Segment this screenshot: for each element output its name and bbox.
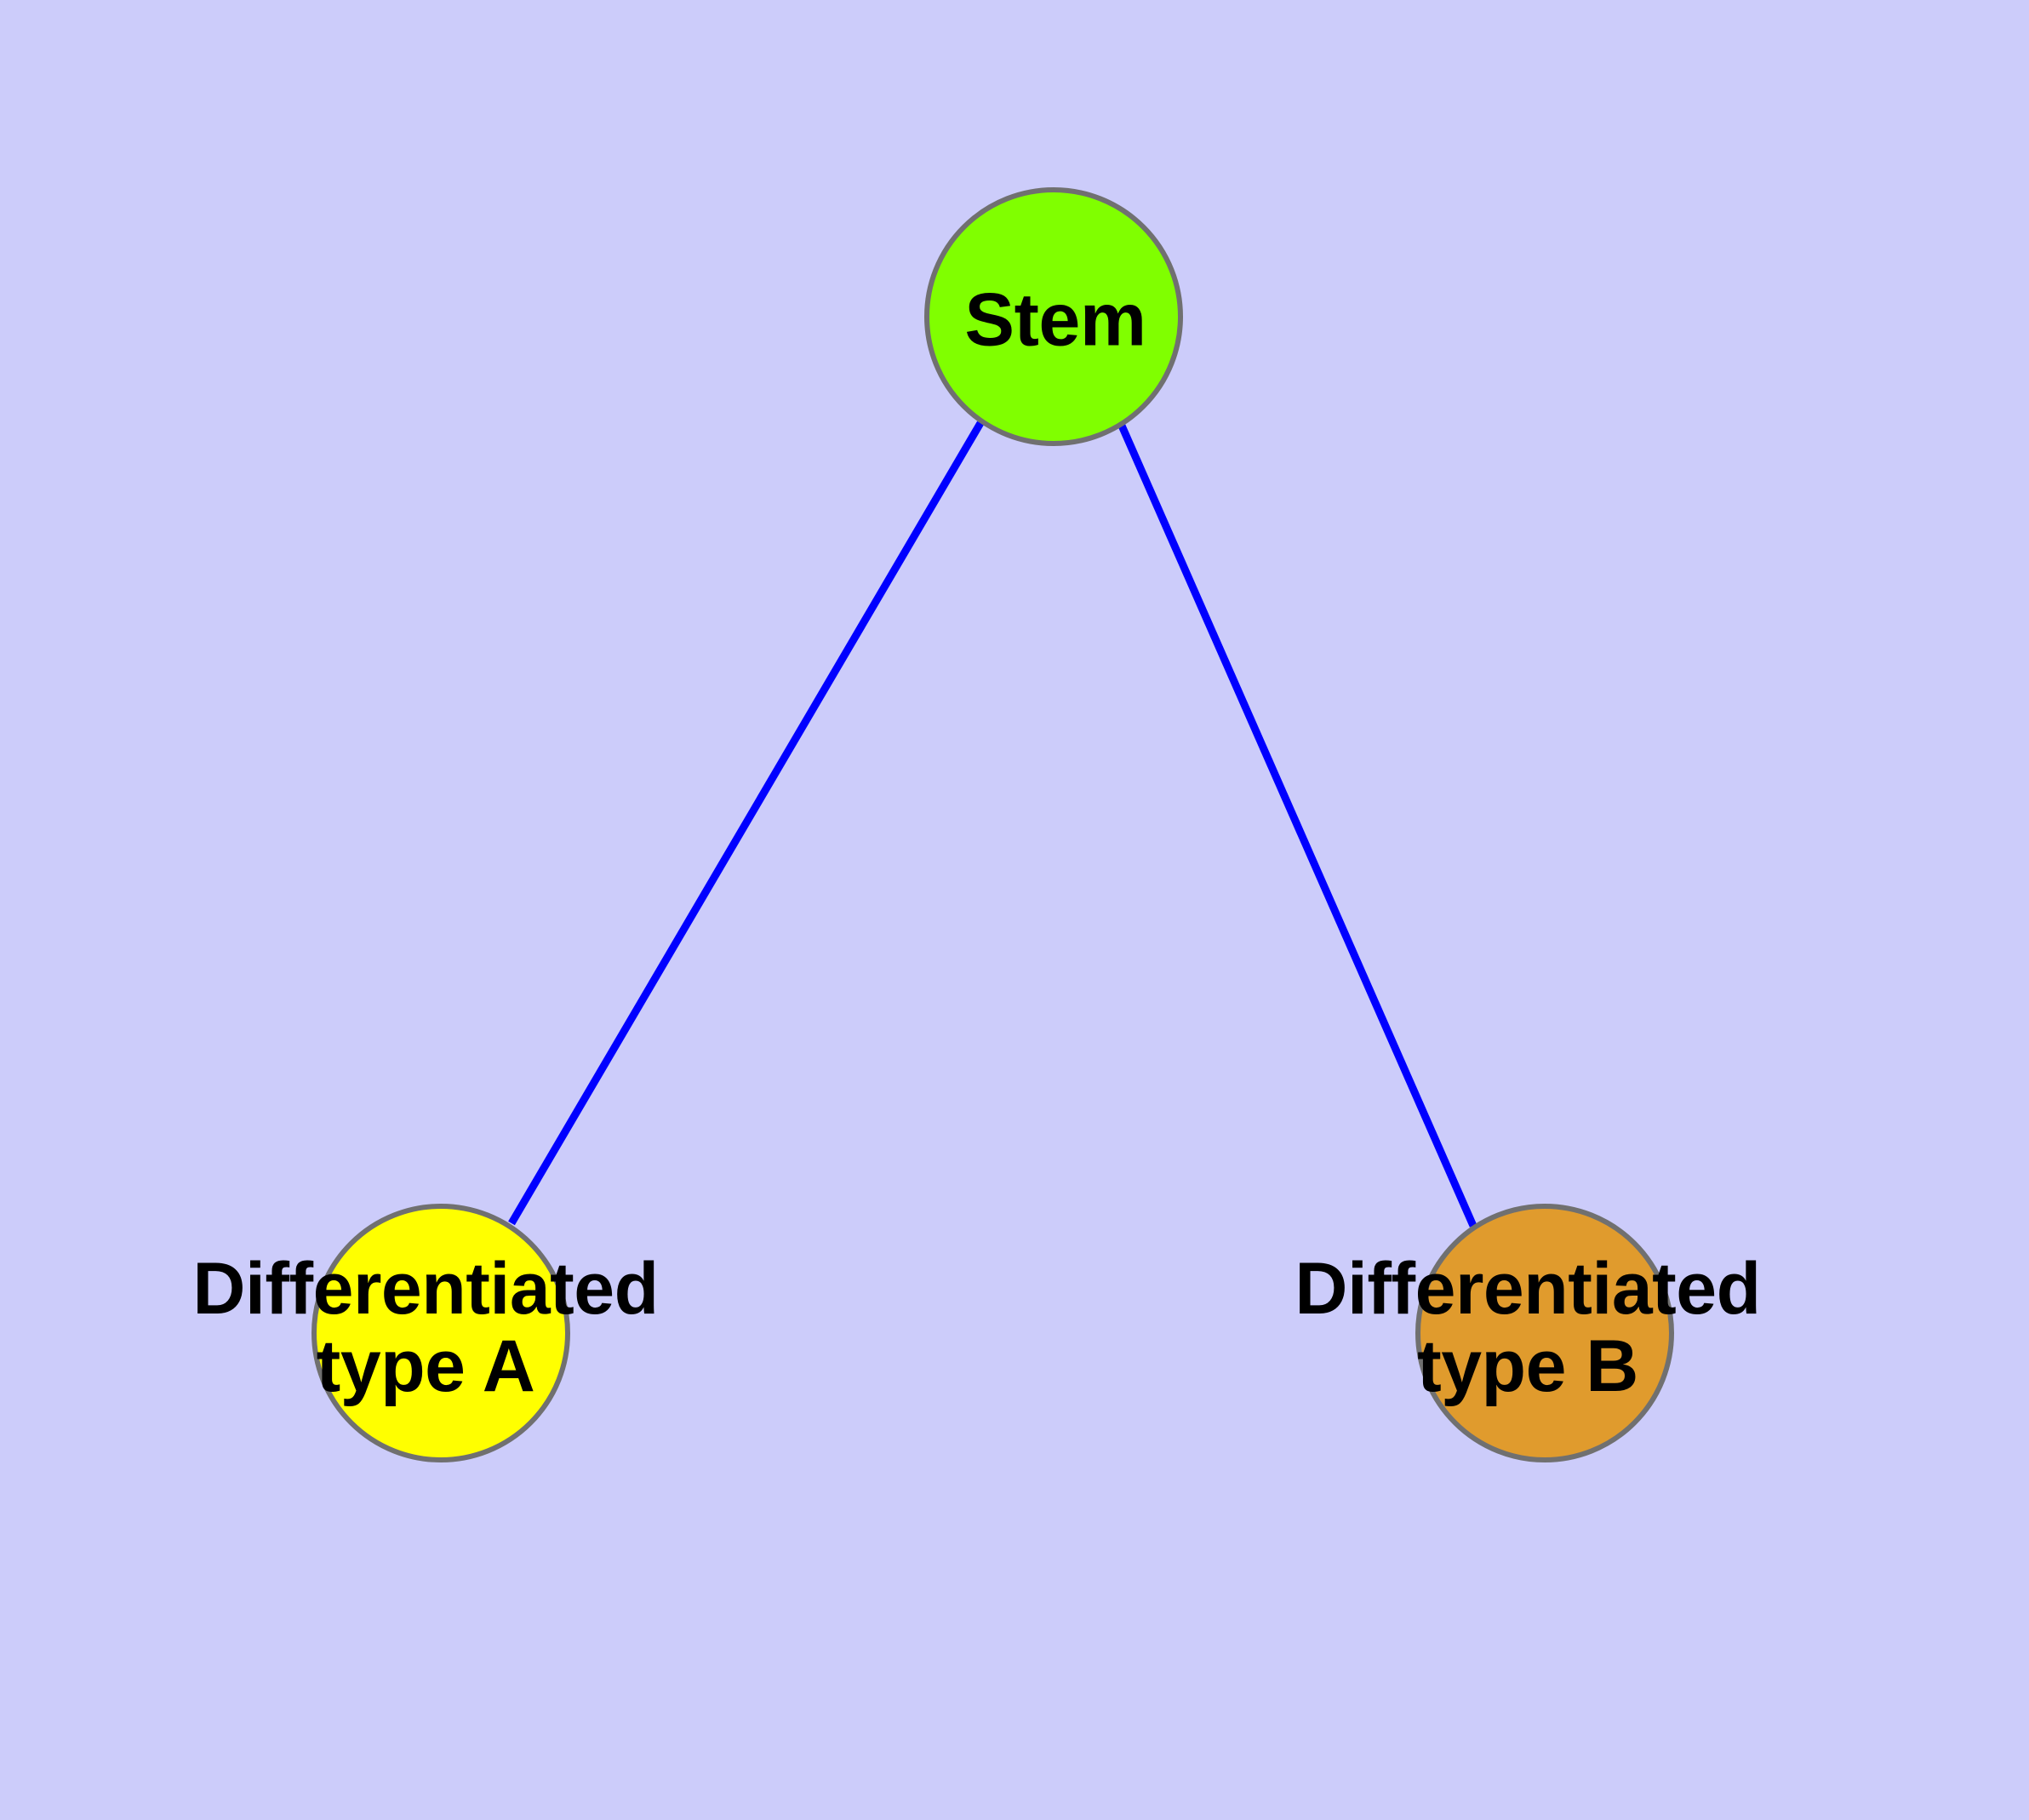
node-differentiated-type-b[interactable] [1415,1204,1674,1462]
node-stem[interactable] [924,187,1183,446]
node-differentiated-type-a[interactable] [311,1204,570,1462]
node-layer [311,187,1674,1462]
edge-layer [508,421,1477,1228]
edge-stem-to-diff-a [508,421,984,1226]
edge-stem-to-diff-b [1117,424,1477,1228]
